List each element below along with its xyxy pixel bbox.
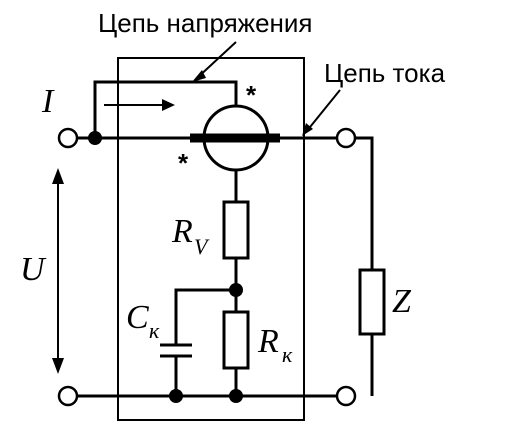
voltage-arrow-head-top [52, 168, 64, 184]
capacitor-branch-wire [174, 288, 236, 344]
resistor-rv [222, 200, 250, 260]
terminal-output-bottom [335, 385, 357, 407]
terminal-output-top [335, 127, 357, 149]
ck-symbol: C [126, 299, 149, 336]
instrument-enclosure [117, 57, 305, 421]
junction-node [169, 389, 183, 403]
voltage-symbol: U [20, 251, 47, 288]
resistor-rk [222, 310, 250, 370]
rv-subscript: V [194, 234, 210, 259]
polarity-mark-top: * [246, 80, 257, 110]
terminal-input-top [57, 127, 79, 149]
polarity-mark-left: * [178, 148, 189, 178]
voltage-circuit-leader-head [192, 70, 206, 82]
voltage-tap-wire [93, 80, 238, 138]
rv-symbol: R [171, 213, 193, 250]
load-symbol: Z [392, 283, 412, 320]
voltage-arrow-head-bottom [52, 358, 64, 374]
current-circuit-leader-head [302, 123, 313, 136]
current-arrow-head [162, 99, 175, 111]
voltage-circuit-label: Цепь напряжения [98, 8, 313, 38]
junction-node [229, 283, 243, 297]
terminal-input-bottom [57, 385, 79, 407]
load-wire-right [304, 136, 374, 270]
junction-node [229, 389, 243, 403]
current-symbol: I [41, 83, 55, 120]
ck-subscript: к [149, 318, 160, 343]
rk-subscript: к [282, 342, 293, 367]
current-circuit-leader [305, 89, 341, 133]
junction-node [88, 131, 102, 145]
current-circuit-label: Цепь тока [324, 58, 446, 88]
load-resistor-z [358, 268, 386, 336]
rk-symbol: R [257, 323, 279, 360]
